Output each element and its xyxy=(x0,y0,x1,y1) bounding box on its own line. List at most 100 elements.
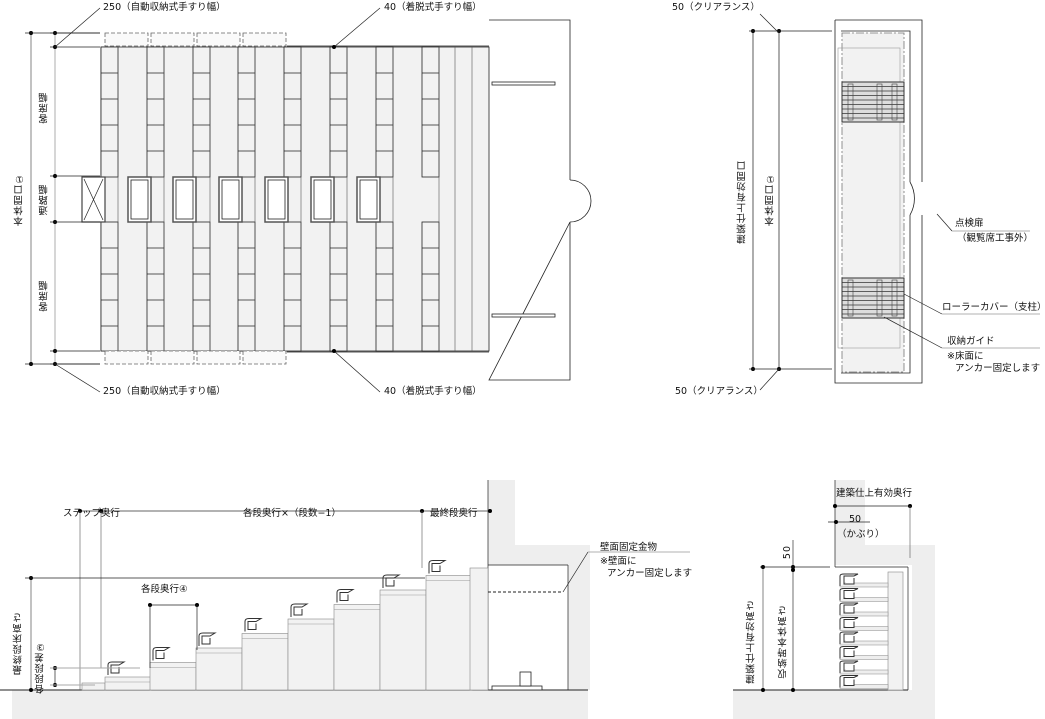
roller-bottom xyxy=(491,313,556,318)
seat-column-bottom xyxy=(283,221,302,352)
seat-column-top xyxy=(375,46,394,178)
stored-seat-bracket xyxy=(876,279,883,317)
auto-handrail xyxy=(242,350,287,365)
dimension-dot xyxy=(761,688,765,692)
label-seat-width-bottom: 客席幅 xyxy=(39,280,50,312)
aisle-step-inner xyxy=(359,179,378,220)
auto-handrail xyxy=(150,350,195,365)
dimension-dot xyxy=(332,45,336,49)
aisle-step xyxy=(172,176,197,223)
step xyxy=(425,575,473,691)
stored-seat-bracket xyxy=(847,279,854,317)
aisle-step-inner xyxy=(175,179,194,220)
label-cover-dim: 50 xyxy=(849,514,862,525)
first-step xyxy=(81,682,106,691)
seat-icon xyxy=(152,647,171,661)
auto-handrail xyxy=(104,350,149,365)
leader-clearance-bottom xyxy=(759,368,780,391)
leader-detach-bottom xyxy=(333,350,381,393)
dimension-dot xyxy=(833,504,837,508)
dimension-dot xyxy=(488,509,492,513)
label-top-clear: 50 xyxy=(782,545,793,560)
label-each-depth-times: 各段奥行×（段数−1） xyxy=(243,508,341,519)
seat-icon xyxy=(336,589,355,603)
leader-auto-bottom xyxy=(54,363,101,393)
leader-guide xyxy=(883,316,943,349)
dimension-dot xyxy=(791,568,795,572)
step xyxy=(287,618,335,691)
roller-guide-zone xyxy=(837,47,901,349)
stored-seat-icon xyxy=(839,573,859,586)
seat-column-bottom xyxy=(329,221,348,352)
auto-handrail xyxy=(150,32,195,47)
label-storage-guide: 収納ガイド xyxy=(947,336,995,347)
inspection-door-arc-right xyxy=(909,181,915,216)
stored-seat-icon xyxy=(839,617,859,630)
stored-seat-bracket xyxy=(847,83,854,121)
leader-bracket xyxy=(562,551,589,593)
dimension-dot xyxy=(332,349,336,353)
auto-handrail xyxy=(104,32,149,47)
room-wall-right xyxy=(834,19,923,384)
dimension-dot xyxy=(834,520,838,524)
label-body-opening: 本体間口① xyxy=(14,172,25,226)
step xyxy=(104,676,152,691)
stored-seat-icon xyxy=(839,660,859,673)
label-last-floor-height: 最終段床高さ xyxy=(13,612,24,675)
label-stored-height: 収納時本体高さ xyxy=(778,605,789,679)
auto-handrail xyxy=(196,350,241,365)
leader-detach-top xyxy=(333,7,381,48)
label-wall-bracket-note2: アンカー固定します xyxy=(607,568,693,579)
room-wall-left xyxy=(488,19,571,381)
seat-column-bottom xyxy=(375,221,394,352)
label-clearance-top: 50（クリアランス） xyxy=(672,2,760,13)
label-storage-guide-note2: アンカー固定します xyxy=(955,363,1041,374)
label-cover: （かぶり） xyxy=(837,529,885,540)
aisle-step xyxy=(356,176,381,223)
leader-auto-top xyxy=(54,7,101,48)
seat-icon xyxy=(198,632,217,646)
stored-seat-bracket xyxy=(891,83,898,121)
seat-column-bottom xyxy=(192,221,211,352)
auto-handrail xyxy=(196,32,241,47)
aisle-step-inner xyxy=(267,179,286,220)
room-inner-wall xyxy=(841,30,911,374)
aisle-step xyxy=(127,176,152,223)
base-post xyxy=(519,671,532,687)
seat-column-top xyxy=(146,46,165,178)
seat-icon xyxy=(107,661,126,675)
stored-seat-icon xyxy=(839,631,859,644)
label-each-depth: 各段奥行④ xyxy=(141,584,188,595)
end-column xyxy=(469,567,489,691)
label-inspection-door: 点検扉 xyxy=(955,218,984,229)
aisle-step-inner xyxy=(130,179,149,220)
label-handrail-detach-top: 40（着脱式手すり幅） xyxy=(384,2,482,13)
seat-column-top xyxy=(100,46,119,178)
stored-seat-icon xyxy=(839,646,859,659)
auto-handrail xyxy=(242,32,287,47)
stored-seat-icon xyxy=(839,588,859,601)
aisle-step xyxy=(264,176,289,223)
label-seat-width-top: 客席幅 xyxy=(39,92,50,124)
inspection-door-arc-left xyxy=(569,179,592,223)
label-each-step-height: 各段段差③ xyxy=(35,640,46,694)
aisle-cross xyxy=(83,178,104,221)
wall-section xyxy=(488,480,590,690)
label-roller-cover: ローラーカバー（支柱） xyxy=(942,302,1045,313)
label-inspection-door-note: （観覧席工事外） xyxy=(957,233,1034,244)
stored-seats xyxy=(841,277,905,319)
label-building-height: 建築仕上有効高さ xyxy=(746,600,757,684)
label-body-opening-right: 本体間口① xyxy=(765,172,776,226)
dimension-dot xyxy=(29,688,33,692)
aisle-step-inner xyxy=(221,179,240,220)
label-aisle-width: 通路幅 xyxy=(39,184,50,216)
seat-column-top xyxy=(283,46,302,178)
label-building-depth: 建築仕上有効奥行 xyxy=(836,488,913,499)
stored-seat-icon xyxy=(839,675,859,688)
stored-seat-bracket xyxy=(891,279,898,317)
step xyxy=(379,589,427,691)
seat-column-bottom xyxy=(100,221,119,352)
seat-icon xyxy=(382,574,401,588)
